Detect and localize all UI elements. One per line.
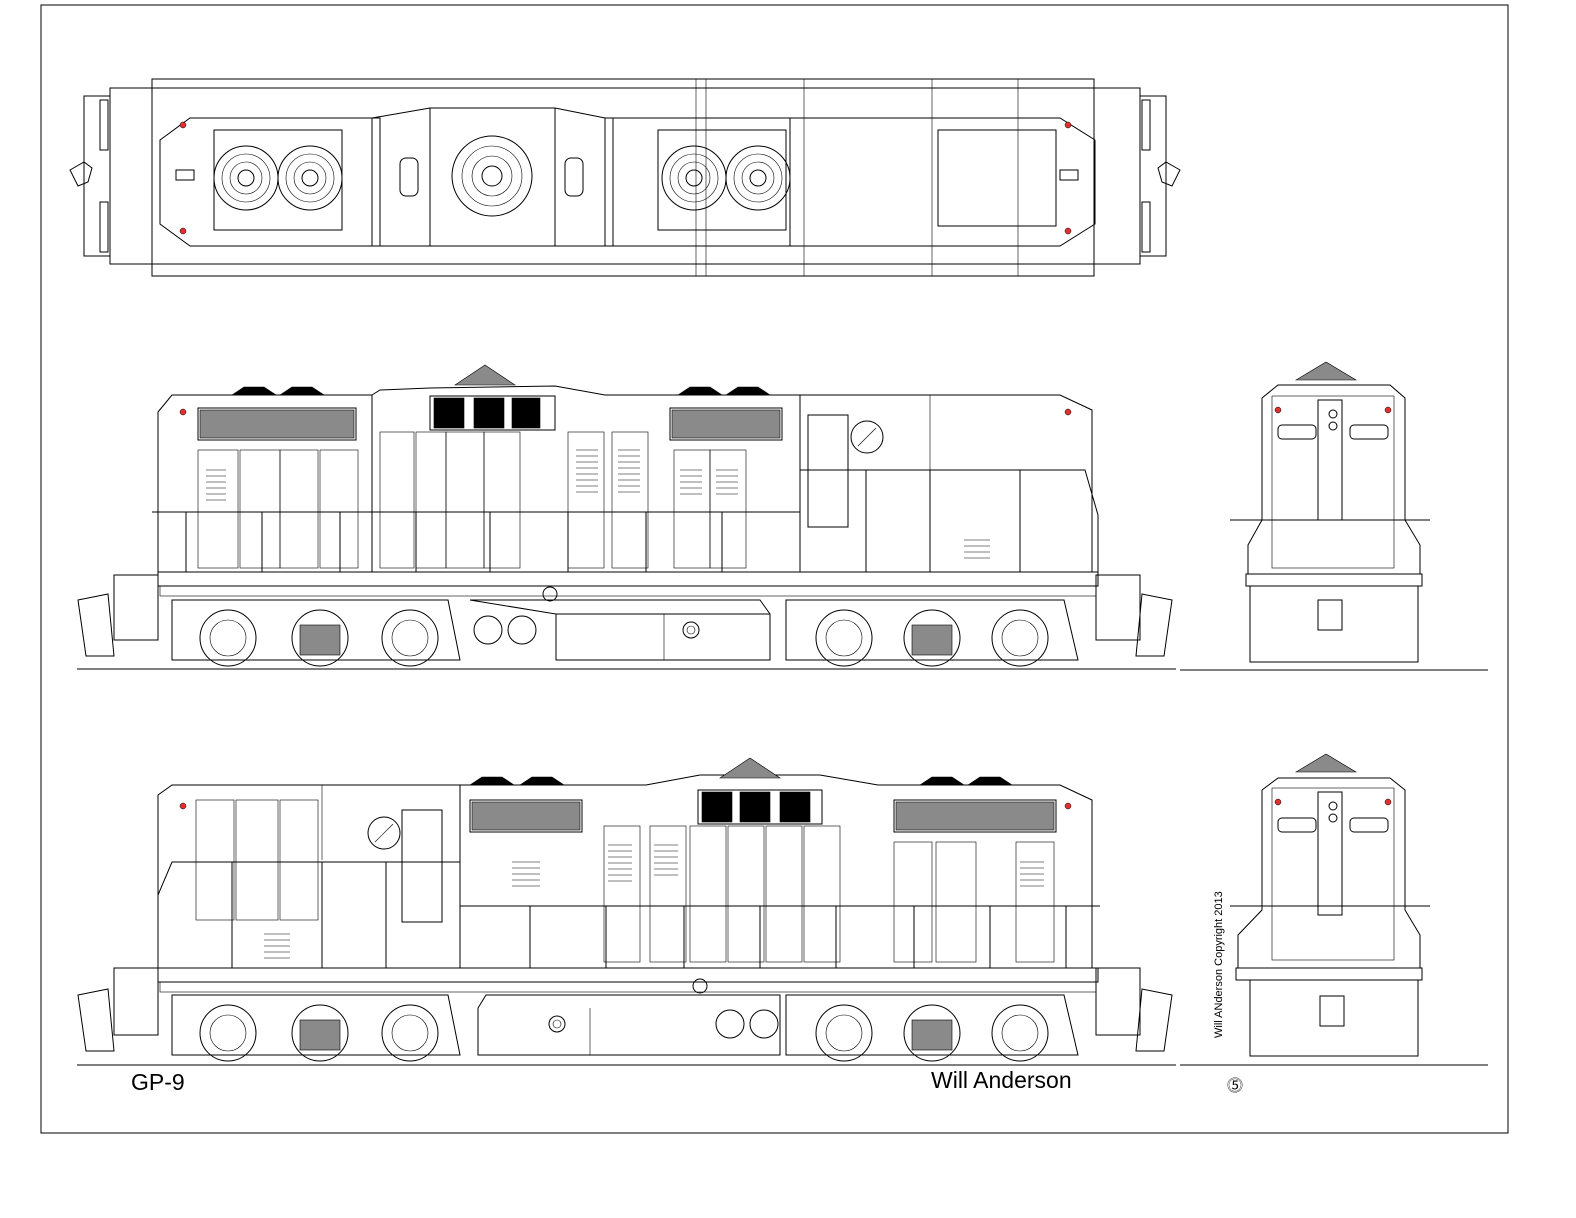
top-plan-view <box>69 78 1181 277</box>
end-elevation-front <box>1180 361 1488 671</box>
radiator-fan-icon <box>213 145 279 211</box>
truck-front <box>171 599 461 667</box>
author-label: Will Anderson <box>931 1067 1072 1093</box>
truck-front <box>171 994 461 1062</box>
copyright-text: Will ANderson Copyright 2013 <box>1213 891 1225 1038</box>
sheet-border <box>40 4 1509 1134</box>
model-label: GP-9 <box>131 1069 185 1095</box>
truck-rear <box>785 994 1079 1062</box>
dynamic-brake-fan-icon <box>451 135 533 217</box>
radiator-fan-icon <box>661 145 727 211</box>
side-elevation-right <box>77 757 1176 1066</box>
radiator-fan-icon <box>725 145 791 211</box>
symbol-icon: ⓹ <box>1227 1078 1244 1095</box>
radiator-fan-icon <box>277 145 343 211</box>
truck-rear <box>785 599 1079 667</box>
side-elevation-left <box>77 364 1176 670</box>
end-elevation-rear <box>1180 753 1488 1066</box>
